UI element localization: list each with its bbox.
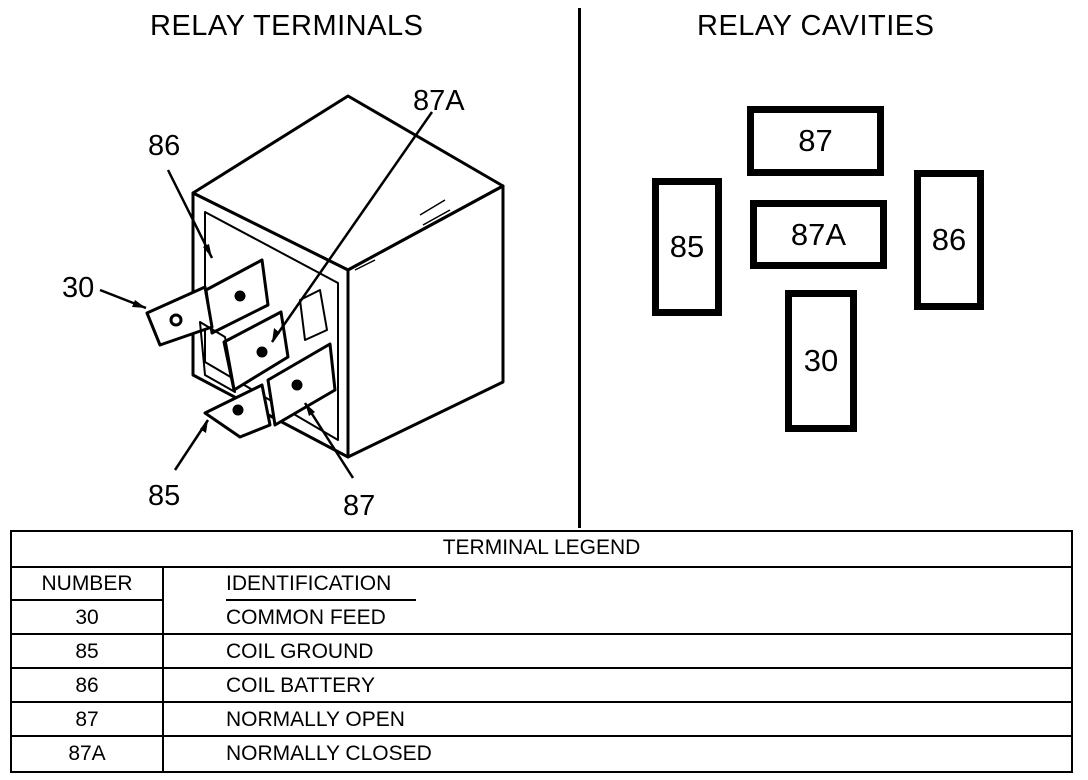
- relay-illustration: 86 87A 30 85 87: [62, 85, 505, 522]
- legend-row-identification: COIL GROUND: [226, 640, 374, 663]
- legend-row-number: 87: [75, 708, 99, 731]
- legend-title: TERMINAL LEGEND: [442, 536, 641, 559]
- terminal-legend-table: TERMINAL LEGEND NUMBER IDENTIFICATION 30…: [10, 530, 1073, 773]
- relay-cavities-title: RELAY CAVITIES: [697, 10, 935, 42]
- callout-87a: 87A: [413, 85, 465, 117]
- relay-terminals-title: RELAY TERMINALS: [150, 10, 424, 42]
- legend-row-identification: COMMON FEED: [226, 606, 386, 629]
- legend-rule: [12, 735, 1071, 737]
- cavity-85: 85: [652, 178, 722, 316]
- callout-87: 87: [343, 490, 375, 522]
- header-identification: IDENTIFICATION: [226, 572, 392, 595]
- callout-86: 86: [148, 130, 180, 162]
- legend-row-identification: COIL BATTERY: [226, 674, 375, 697]
- callout-30: 30: [62, 272, 94, 304]
- header-number: NUMBER: [41, 572, 133, 595]
- cavity-86: 86: [914, 170, 984, 310]
- legend-row-identification: NORMALLY CLOSED: [226, 742, 432, 765]
- legend-rule: [12, 566, 1071, 568]
- cavity-87: 87: [747, 106, 884, 176]
- terminal-87a: [222, 310, 290, 392]
- legend-row-number: 86: [75, 674, 99, 697]
- legend-rule: [226, 599, 416, 601]
- section-divider: [578, 8, 581, 528]
- legend-rule: [12, 667, 1071, 669]
- legend-row-number: 85: [75, 640, 99, 663]
- cavity-30: 30: [785, 290, 857, 432]
- callout-85: 85: [148, 480, 180, 512]
- legend-row-number: 30: [75, 606, 99, 629]
- cavity-87a: 87A: [750, 200, 887, 269]
- legend-row-number: 87A: [68, 742, 106, 765]
- legend-rule: [12, 701, 1071, 703]
- legend-row-identification: NORMALLY OPEN: [226, 708, 405, 731]
- legend-rule: [12, 599, 162, 601]
- legend-rule: [12, 633, 1071, 635]
